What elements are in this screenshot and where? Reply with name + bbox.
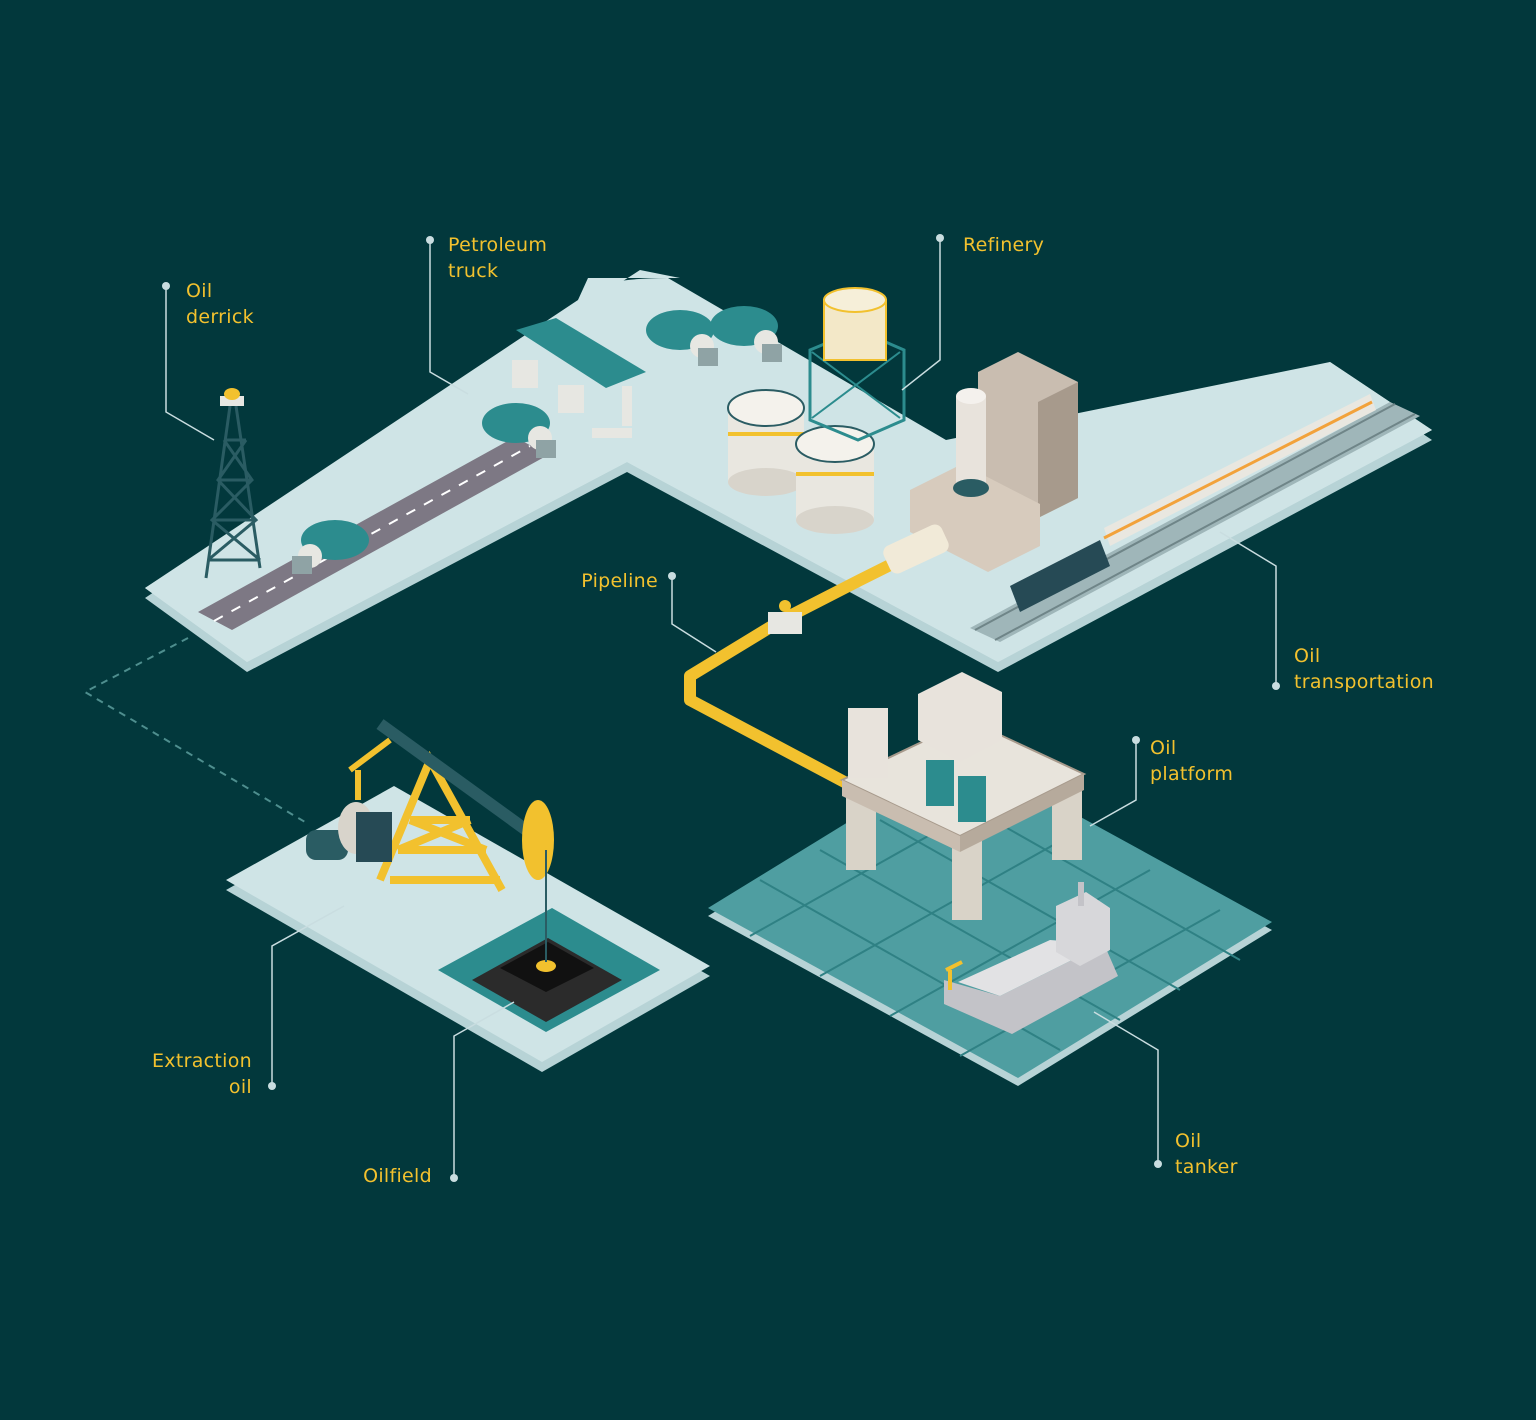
oil-platform-illustration — [839, 672, 1087, 920]
leader-lines — [165, 238, 1277, 1178]
tank-truck-4 — [710, 306, 782, 362]
label-line: Extraction — [152, 1050, 252, 1072]
label-line: Petroleum — [448, 234, 548, 256]
label-oilfield: Oilfield — [330, 1163, 432, 1189]
pump-jack-illustration — [306, 719, 554, 962]
label-line: derrick — [186, 306, 254, 328]
label-oil-tanker: Oil tanker — [1175, 1128, 1238, 1180]
storage-tank-1 — [727, 389, 805, 496]
label-line: Oil — [1175, 1130, 1202, 1152]
tank-truck-1 — [292, 520, 369, 574]
pipeline-illustration — [684, 524, 949, 792]
dashed-connector — [82, 637, 306, 823]
oil-tanker-illustration — [944, 882, 1118, 1034]
label-oil-platform: Oil platform — [1150, 735, 1233, 787]
label-line: truck — [448, 260, 499, 282]
label-line: Oil — [186, 280, 213, 302]
water-tower — [808, 287, 906, 442]
tank-truck-3 — [646, 310, 718, 366]
tank-truck-2 — [482, 403, 556, 458]
oil-derrick-illustration — [204, 388, 262, 579]
label-line: Oil — [1294, 645, 1321, 667]
oil-train — [1010, 394, 1376, 612]
label-extraction-oil: Extraction oil — [120, 1048, 252, 1100]
label-line: Oil — [1150, 737, 1177, 759]
label-refinery: Refinery — [963, 232, 1044, 258]
refinery-building — [910, 352, 1078, 572]
oilfield-platform — [226, 786, 710, 1072]
label-pipeline: Pipeline — [560, 568, 658, 594]
label-line: platform — [1150, 763, 1234, 785]
leader-dots — [162, 234, 1280, 1182]
storage-tank-2 — [795, 425, 875, 534]
label-line: tanker — [1175, 1156, 1238, 1178]
label-oil-transportation: Oil transportation — [1294, 643, 1434, 695]
label-line: oil — [228, 1076, 252, 1098]
label-petroleum-truck: Petroleum truck — [448, 232, 547, 284]
label-line: transportation — [1294, 671, 1435, 693]
label-oil-derrick: Oil derrick — [186, 278, 254, 330]
label-line: Pipeline — [581, 570, 658, 592]
gas-station-illustration — [512, 318, 646, 438]
label-line: Oilfield — [363, 1165, 432, 1187]
label-line: Refinery — [963, 234, 1045, 256]
